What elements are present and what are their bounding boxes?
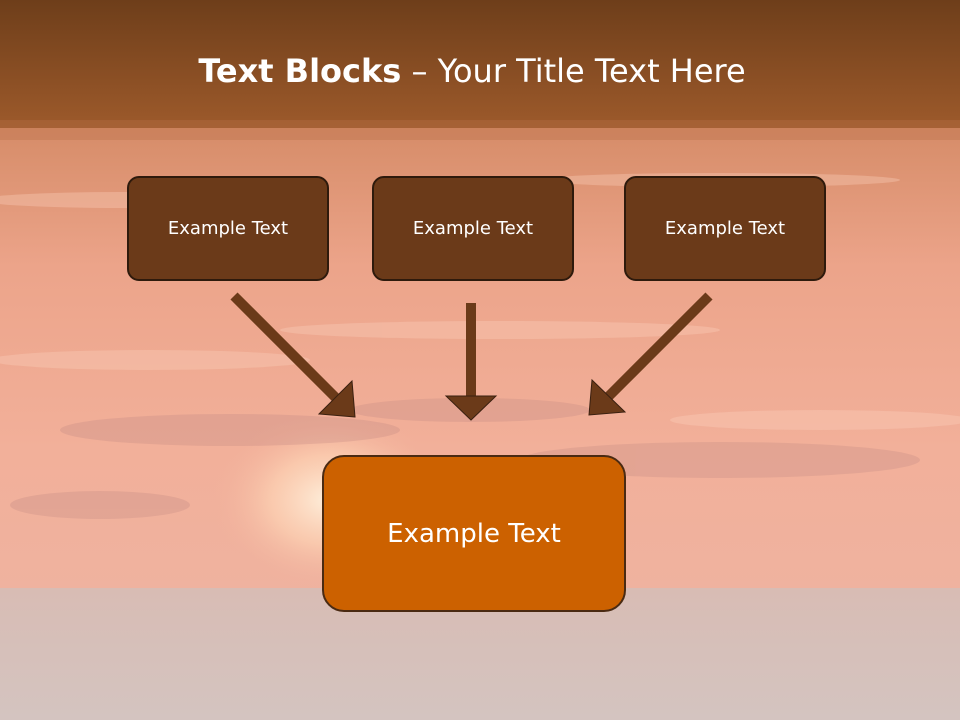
- text-block-3[interactable]: Example Text: [624, 176, 826, 281]
- title-dash: –: [401, 52, 438, 90]
- title-rest: Your Title Text Here: [437, 52, 746, 90]
- slide-title: Text Blocks – Your Title Text Here: [0, 52, 944, 90]
- result-block[interactable]: Example Text: [322, 455, 626, 612]
- title-bold-part: Text Blocks: [198, 52, 402, 90]
- text-block-2[interactable]: Example Text: [372, 176, 574, 281]
- text-block-1[interactable]: Example Text: [127, 176, 329, 281]
